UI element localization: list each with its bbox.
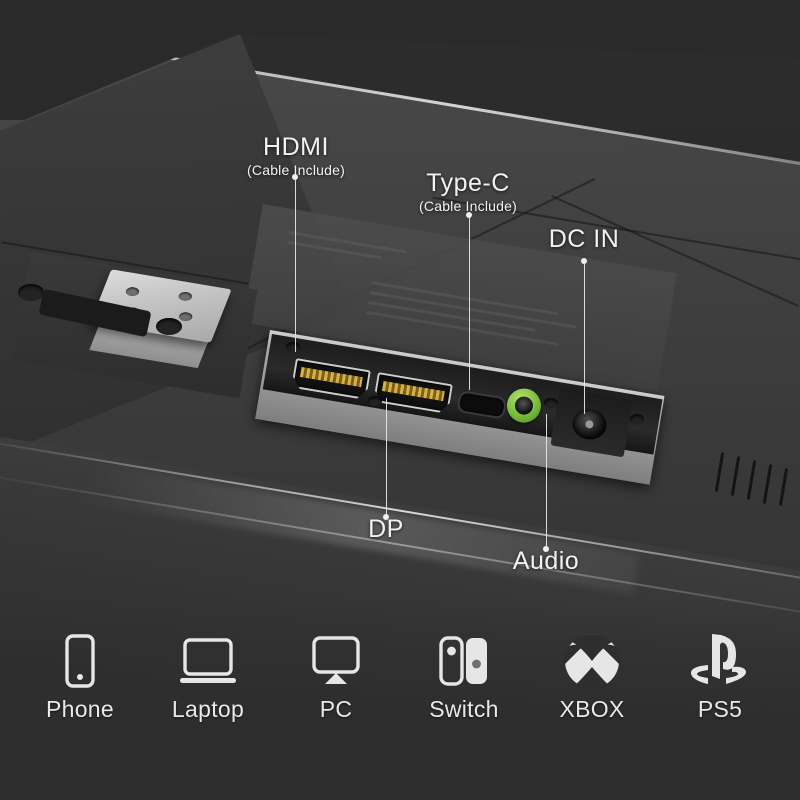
device-switch: Switch <box>418 630 510 723</box>
callout-dp: DP <box>298 515 474 543</box>
callout-dp-leader <box>386 398 387 518</box>
shell-screw-hole <box>156 318 182 335</box>
shell-screw-hole <box>18 284 44 301</box>
device-ps5-label: PS5 <box>697 696 743 722</box>
callout-typec-dot <box>466 212 472 218</box>
callout-hdmi: HDMI (Cable Include) <box>208 133 384 179</box>
callout-dcin: DC IN <box>496 225 672 253</box>
xbox-logo-icon <box>562 630 622 692</box>
callout-typec-sublabel: (Cable Include) <box>419 198 517 215</box>
callout-dp-label: DP <box>368 515 404 543</box>
laptop-icon <box>177 630 239 692</box>
callout-hdmi-label: HDMI <box>263 133 329 161</box>
callout-hdmi-dot <box>292 174 298 180</box>
device-xbox-label: XBOX <box>559 696 625 722</box>
callout-hdmi-leader <box>295 180 296 352</box>
device-phone-label: Phone <box>45 696 114 722</box>
pc-monitor-icon <box>307 630 365 692</box>
callout-audio-dot <box>543 546 549 552</box>
compatible-devices-strip: Phone Laptop PC <box>0 630 800 750</box>
dc-in-port <box>550 388 633 458</box>
callout-audio: Audio <box>458 547 634 575</box>
callout-dcin-label: DC IN <box>548 225 620 253</box>
switch-icon <box>435 630 493 692</box>
callout-typec-leader <box>469 218 470 390</box>
callout-typec-label: Type-C <box>426 169 510 197</box>
bay-screw <box>286 342 300 352</box>
callout-audio-label: Audio <box>512 547 580 575</box>
device-ps5: PS5 <box>674 630 766 723</box>
bay-screw <box>630 414 644 424</box>
phone-icon <box>58 630 102 692</box>
callout-hdmi-sublabel: (Cable Include) <box>247 162 345 179</box>
device-phone: Phone <box>34 630 126 723</box>
callout-typec: Type-C (Cable Include) <box>380 169 556 215</box>
device-laptop-label: Laptop <box>171 696 245 722</box>
callout-dcin-leader <box>584 264 585 414</box>
device-xbox: XBOX <box>546 630 638 723</box>
device-pc: PC <box>290 630 382 723</box>
bay-screw <box>544 398 558 408</box>
device-switch-label: Switch <box>429 696 499 722</box>
callout-dcin-dot <box>581 258 587 264</box>
device-laptop: Laptop <box>162 630 254 723</box>
bay-screw <box>368 396 382 406</box>
device-pc-label: PC <box>319 696 353 722</box>
playstation-logo-icon <box>688 630 752 692</box>
callout-dp-dot <box>383 514 389 520</box>
callout-audio-leader <box>546 414 547 550</box>
bottom-gradient <box>0 600 800 800</box>
